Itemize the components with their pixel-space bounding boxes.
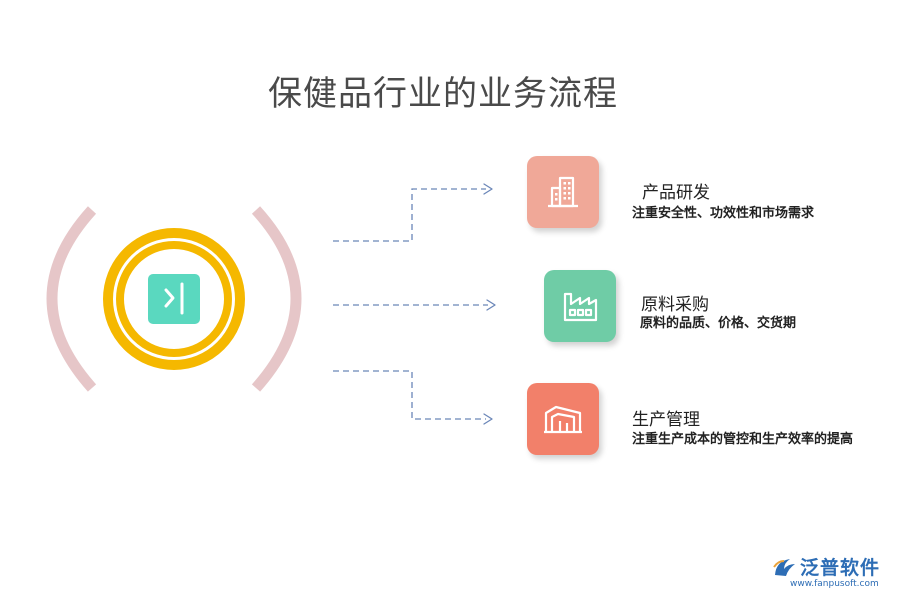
arrowhead-1 <box>483 183 493 195</box>
outer-ring <box>103 228 245 370</box>
office-building-icon <box>548 176 578 208</box>
item-title-material-purchase: 原料采购 <box>641 295 709 315</box>
middle-ring <box>116 241 232 357</box>
panel-expand-icon <box>164 282 184 315</box>
brand-name: 泛普软件 <box>800 557 881 579</box>
warehouse-icon <box>544 405 582 434</box>
factory-icon <box>563 292 598 322</box>
item-desc-production-management: 注重生产成本的管控和生产效率的提高 <box>632 432 854 447</box>
arrowhead-3 <box>483 413 493 425</box>
brand-mark-icon <box>773 559 795 576</box>
item-title-product-rd: 产品研发 <box>642 183 710 203</box>
brand-url: www.fanpusoft.com <box>790 579 879 589</box>
arrowhead-2 <box>486 299 496 311</box>
icon-tile-product-rd <box>527 156 599 228</box>
right-arc <box>251 206 302 392</box>
brand-logo: 泛普软件 www.fanpusoft.com <box>772 553 896 597</box>
page-title: 保健品行业的业务流程 <box>268 74 618 114</box>
item-desc-material-purchase: 原料的品质、价格、交货期 <box>640 316 797 331</box>
icon-tile-production-management <box>527 383 599 455</box>
left-arc <box>46 206 97 392</box>
item-desc-product-rd: 注重安全性、功效性和市场需求 <box>632 206 815 221</box>
item-title-production-management: 生产管理 <box>632 410 700 430</box>
connector-3 <box>333 370 486 420</box>
icon-tile-material-purchase <box>544 270 616 342</box>
connector-1 <box>333 188 486 242</box>
